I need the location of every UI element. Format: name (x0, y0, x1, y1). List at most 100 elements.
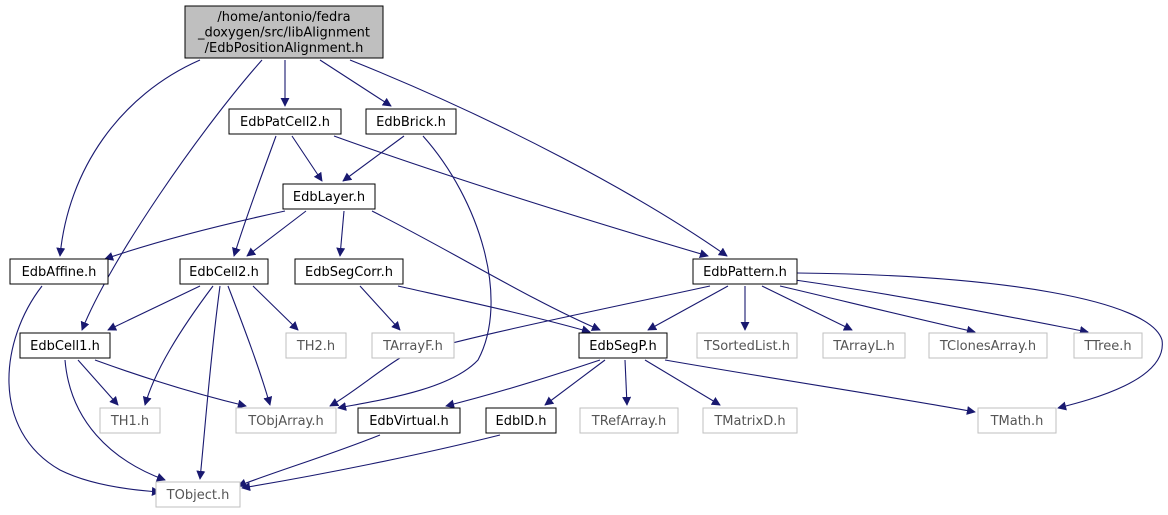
edge-edbsegp-to-tmatrixd (644, 359, 721, 406)
node-edbbrick[interactable]: EdbBrick.h (365, 108, 457, 135)
node-box (696, 332, 798, 359)
node-box (285, 332, 347, 359)
node-edbpatcell2[interactable]: EdbPatCell2.h (228, 108, 342, 135)
node-root: /home/antonio/fedra_doxygen/src/libAlign… (184, 5, 384, 59)
edge-edbcell2-to-th1 (142, 285, 214, 406)
node-label: EdbCell1.h (30, 339, 100, 354)
node-ttree: TTree.h (1073, 332, 1143, 359)
edge-edbbrick-to-edblayer (342, 135, 405, 182)
node-box (702, 407, 798, 434)
node-edbsegcorr[interactable]: EdbSegCorr.h (294, 258, 404, 285)
edge-edbpattern-to-tclonesarray (779, 285, 976, 335)
edge-edbbrick-to-tobjarray (337, 135, 492, 411)
node-label: TSortedList.h (703, 339, 790, 354)
node-box (184, 5, 384, 59)
edge-edbpatcell2-to-edbcell2 (232, 135, 277, 257)
node-box (99, 407, 161, 434)
node-tarrayl: TArrayL.h (822, 332, 906, 359)
node-box (19, 332, 111, 359)
node-label: EdbLayer.h (293, 190, 365, 205)
edge-edbid-to-tobject (241, 434, 501, 492)
node-label: TObject.h (166, 488, 230, 503)
edge-root-to-edbpattern (349, 59, 728, 257)
node-box (579, 407, 679, 434)
node-box (228, 108, 342, 135)
node-label: EdbAffine.h (22, 265, 97, 280)
edge-edbpatcell2-to-edblayer (291, 135, 323, 182)
node-label: /home/antonio/fedra (217, 10, 350, 25)
node-box (9, 258, 109, 285)
node-box (282, 183, 376, 210)
node-label: EdbVirtual.h (369, 414, 449, 429)
edge-edbcell1-to-tobjarray (94, 359, 247, 409)
node-label: TH1.h (110, 414, 149, 429)
edge-edblayer-to-edbsegcorr (336, 210, 346, 257)
node-label: EdbSegP.h (589, 339, 656, 354)
edge-edbaffine-to-tobject (8, 285, 161, 496)
node-edbpattern[interactable]: EdbPattern.h (692, 258, 798, 285)
edge-edbcell1-to-th1 (77, 359, 119, 406)
node-tclonesarray: TClonesArray.h (928, 332, 1048, 359)
node-box (485, 407, 557, 434)
edge-edbpattern-to-tmath (796, 272, 1163, 411)
nodes-layer: /home/antonio/fedra_doxygen/src/libAlign… (9, 5, 1143, 508)
node-label: /EdbPositionAlignment.h (205, 41, 364, 56)
edge-edbsegp-to-edbid (544, 359, 606, 406)
edge-edbpattern-to-edbsegp (647, 285, 729, 331)
node-tobject: TObject.h (155, 481, 241, 508)
node-edblayer[interactable]: EdbLayer.h (282, 183, 376, 210)
edge-edbsegp-to-trefarray (622, 359, 632, 406)
node-tmatrixd: TMatrixD.h (702, 407, 798, 434)
node-edbid[interactable]: EdbID.h (485, 407, 557, 434)
node-box (822, 332, 906, 359)
edge-edbcell1-to-tobject (64, 359, 166, 482)
node-label: EdbBrick.h (376, 115, 446, 130)
node-box (357, 407, 461, 434)
node-box (294, 258, 404, 285)
node-label: TH2.h (296, 339, 335, 354)
edge-edbsegp-to-tmath (664, 359, 976, 415)
edge-edbpatcell2-to-edbpattern (333, 135, 709, 259)
edge-edbsegcorr-to-edbsegp (397, 285, 591, 335)
node-label: TArrayL.h (832, 339, 895, 354)
edge-root-to-edbcell1 (80, 59, 263, 331)
node-label: EdbPattern.h (703, 265, 787, 280)
node-edbvirtual[interactable]: EdbVirtual.h (357, 407, 461, 434)
node-box (371, 332, 455, 359)
node-box (977, 407, 1057, 434)
node-box (235, 407, 337, 434)
edge-edbcell2-to-edbcell1 (107, 285, 201, 331)
node-label: EdbPatCell2.h (240, 115, 330, 130)
node-edbcell1[interactable]: EdbCell1.h (19, 332, 111, 359)
node-label: TObjArray.h (247, 414, 324, 429)
edge-edbpattern-to-ttree (794, 279, 1089, 335)
edge-edbcell2-to-tobject (196, 285, 221, 480)
edge-edblayer-to-edbsegp (371, 210, 601, 331)
node-label: TArrayF.h (382, 339, 443, 354)
node-box (179, 258, 269, 285)
edge-root-to-edbbrick (319, 59, 392, 107)
node-tsortedlist: TSortedList.h (696, 332, 798, 359)
node-tobjarray: TObjArray.h (235, 407, 337, 434)
node-trefarray: TRefArray.h (579, 407, 679, 434)
node-box (578, 332, 668, 359)
node-label: EdbSegCorr.h (305, 265, 393, 280)
edge-edbpattern-to-tarrayl (761, 285, 853, 331)
node-label: EdbCell2.h (189, 265, 259, 280)
node-tmath: TMath.h (977, 407, 1057, 434)
node-label: TRefArray.h (591, 414, 667, 429)
node-edbaffine[interactable]: EdbAffine.h (9, 258, 109, 285)
node-label: TMath.h (990, 414, 1044, 429)
node-th2: TH2.h (285, 332, 347, 359)
node-label: EdbID.h (496, 414, 547, 429)
node-box (365, 108, 457, 135)
node-label: _doxygen/src/libAlignment (197, 26, 370, 41)
node-th1: TH1.h (99, 407, 161, 434)
edge-edbsegp-to-edbvirtual (445, 359, 601, 409)
edges-layer (8, 59, 1163, 496)
node-edbcell2[interactable]: EdbCell2.h (179, 258, 269, 285)
node-edbsegp[interactable]: EdbSegP.h (578, 332, 668, 359)
edge-edbcell2-to-th2 (252, 285, 299, 331)
node-box (155, 481, 241, 508)
